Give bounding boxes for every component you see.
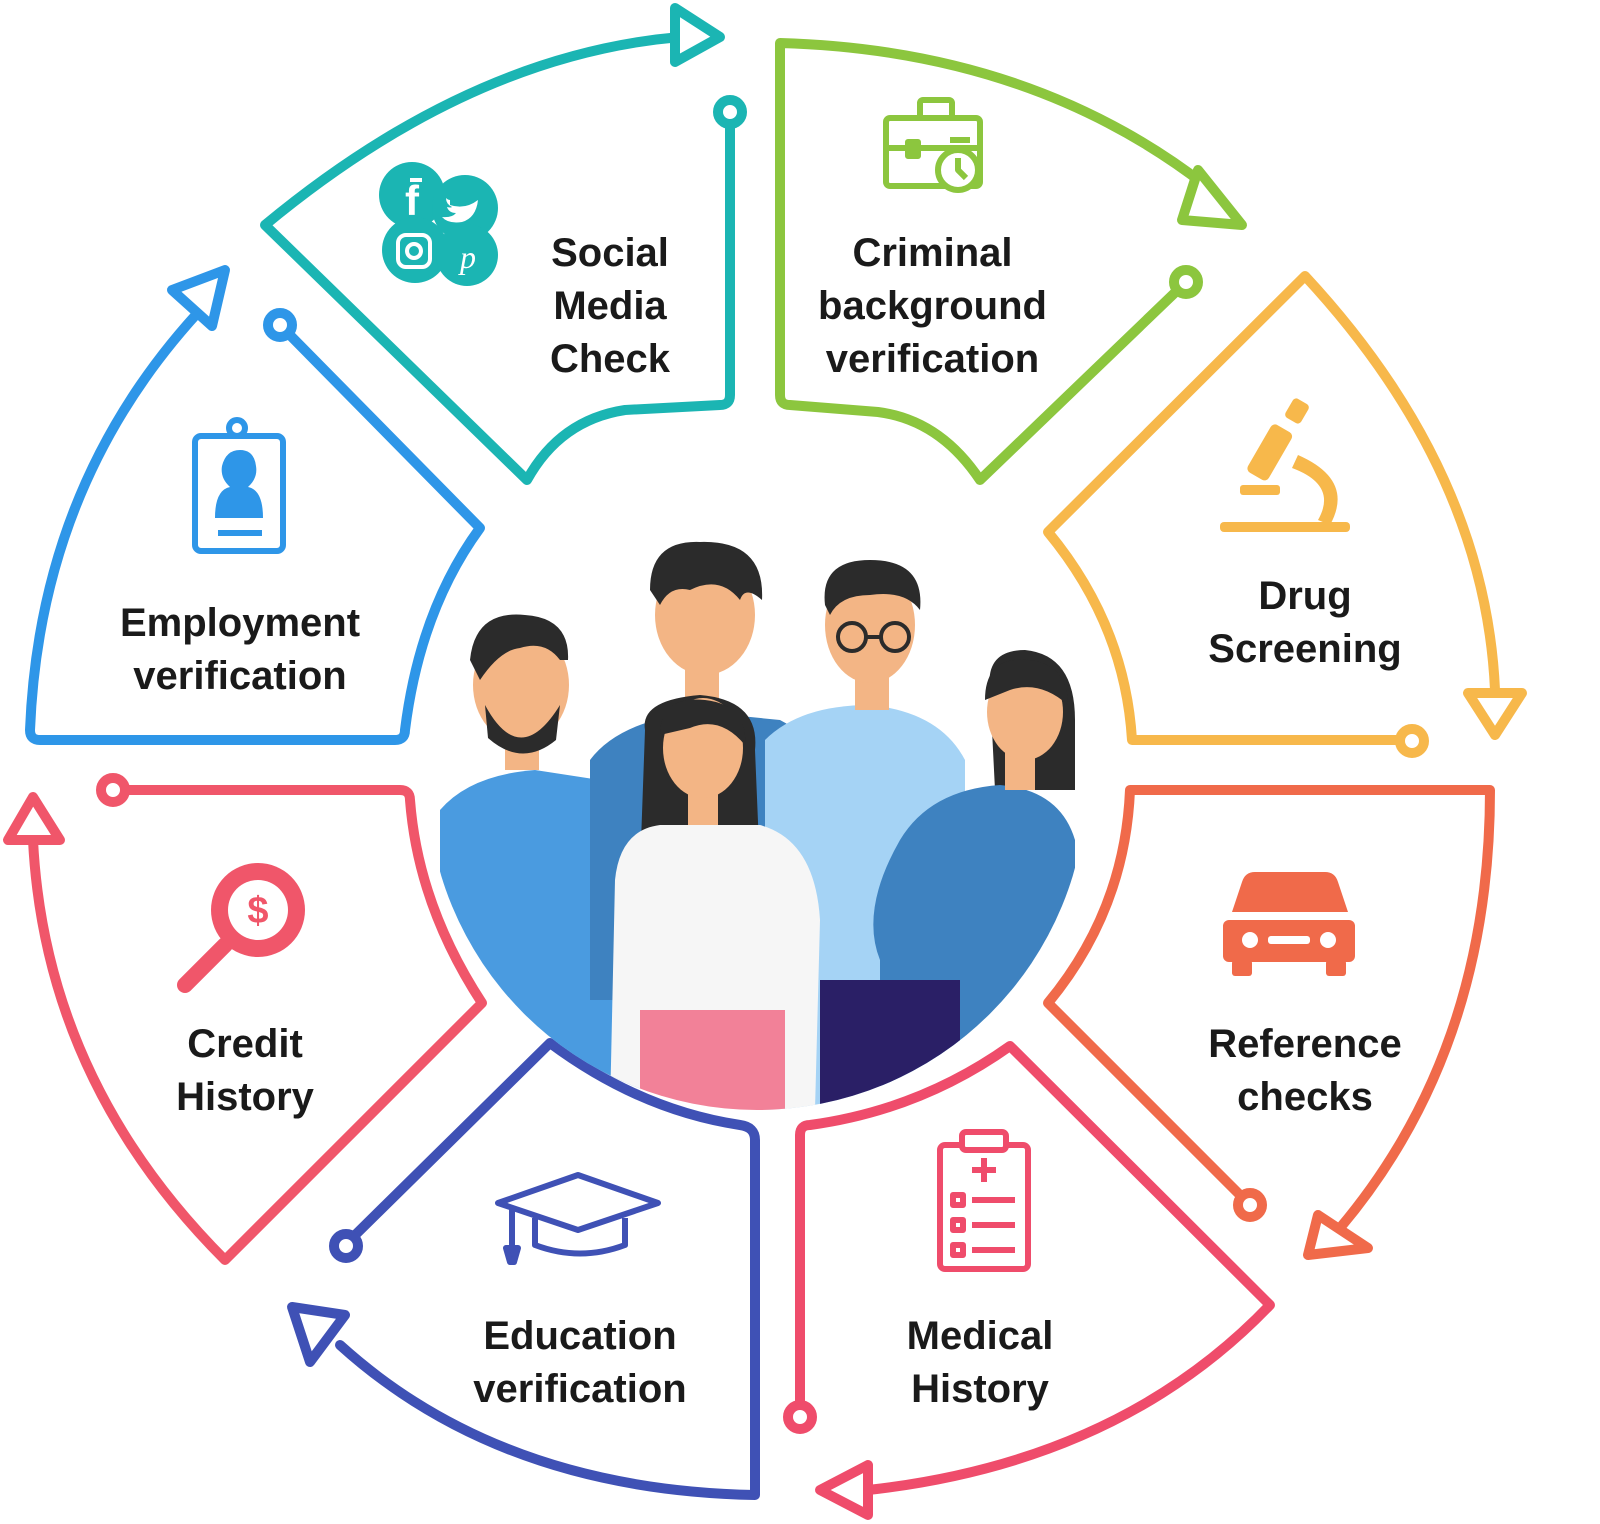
microscope-icon <box>1220 398 1350 532</box>
segment-criminal <box>775 38 1247 485</box>
segment-credit <box>3 773 487 1265</box>
label-line: Credit <box>187 1022 303 1066</box>
clipboard-medical-icon <box>937 1129 1031 1272</box>
id-badge-icon <box>192 417 286 554</box>
label-line: verification <box>473 1367 687 1411</box>
segment-drug <box>1043 271 1527 758</box>
label-line: verification <box>825 337 1040 381</box>
graduation-cap-icon <box>495 1172 661 1265</box>
segment-employment <box>25 265 485 745</box>
label-drug: Drug Screening <box>1190 570 1420 676</box>
label-line: Screening <box>1208 627 1402 671</box>
svg-text:$: $ <box>247 890 268 932</box>
label-credit: Credit History <box>160 1018 330 1124</box>
label-education: Education verification <box>460 1310 700 1416</box>
label-line: Drug <box>1258 574 1352 618</box>
label-reference: Reference checks <box>1190 1018 1420 1124</box>
label-line: History <box>176 1075 314 1119</box>
label-line: Employment <box>119 601 361 645</box>
segment-social-media <box>260 3 747 485</box>
briefcase-clock-icon <box>883 97 983 193</box>
team-illustration <box>427 450 1087 1110</box>
label-line: Check <box>549 337 671 381</box>
label-line: background <box>818 284 1047 328</box>
label-line: Reference <box>1208 1022 1402 1066</box>
label-line: History <box>911 1367 1049 1411</box>
label-line: Medical <box>906 1314 1054 1358</box>
segment-reference <box>1043 785 1495 1260</box>
social-media-icons: f p <box>379 162 498 286</box>
label-line: verification <box>133 654 347 698</box>
magnifier-dollar-icon: $ <box>177 863 305 993</box>
label-line: checks <box>1237 1075 1373 1119</box>
label-line: Education <box>483 1314 677 1358</box>
label-criminal: Criminal background verification <box>805 227 1060 386</box>
label-line: Media <box>553 284 667 328</box>
car-icon <box>1223 872 1355 976</box>
segment-education <box>287 1038 760 1500</box>
svg-text:p: p <box>458 239 476 275</box>
segment-medical <box>783 1041 1275 1520</box>
label-employment: Employment verification <box>105 597 375 703</box>
label-social-media: Social Media Check <box>540 227 680 386</box>
svg-text:f: f <box>405 177 420 224</box>
label-line: Criminal <box>852 231 1013 275</box>
label-medical: Medical History <box>880 1310 1080 1416</box>
label-line: Social <box>551 231 669 275</box>
